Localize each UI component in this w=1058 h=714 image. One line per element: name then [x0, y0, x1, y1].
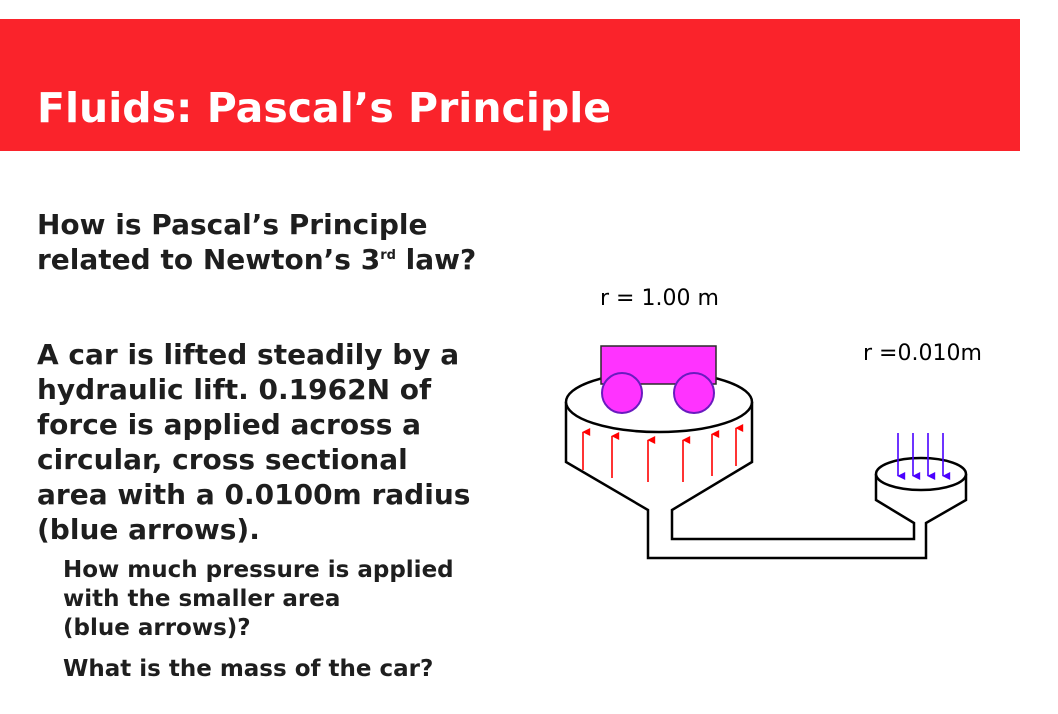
downward-force-arrows — [897, 433, 951, 480]
ordinal-suffix: rd — [380, 248, 396, 263]
large-radius-label: r = 1.00 m — [600, 286, 719, 311]
large-cylinder — [564, 402, 968, 560]
upward-force-arrows — [582, 424, 744, 482]
newton-question-line2-post: law? — [395, 243, 477, 276]
problem-statement: A car is lifted steadily by a hydraulic … — [37, 337, 517, 547]
pressure-question-line: (blue arrows)? — [63, 615, 251, 641]
newton-question: How is Pascal’s Principle related to New… — [37, 207, 476, 277]
large-cylinder-right-wall — [670, 402, 916, 541]
problem-line: circular, cross sectional — [37, 443, 408, 476]
mass-question: What is the mass of the car? — [63, 656, 434, 682]
problem-line: (blue arrows). — [37, 513, 260, 546]
newton-question-line1: How is Pascal’s Principle — [37, 208, 428, 241]
slide-title: Fluids: Pascal’s Principle — [37, 84, 612, 132]
car-wheel — [673, 372, 715, 414]
pressure-question: How much pressure is applied with the sm… — [63, 556, 523, 643]
small-radius-label: r =0.010m — [863, 341, 982, 366]
newton-question-line2: related to Newton’s 3rd law? — [37, 242, 476, 277]
pressure-question-line: with the smaller area — [63, 586, 341, 612]
pressure-question-line: How much pressure is applied — [63, 557, 454, 583]
problem-line: hydraulic lift. 0.1962N of — [37, 373, 432, 406]
title-bar — [0, 19, 1020, 151]
problem-line: A car is lifted steadily by a — [37, 338, 460, 371]
small-piston-top — [874, 456, 968, 492]
newton-question-line2-pre: related to Newton’s 3 — [37, 243, 381, 276]
car-wheel — [601, 372, 643, 414]
problem-line: area with a 0.0100m radius — [37, 478, 471, 511]
problem-line: force is applied across a — [37, 408, 422, 441]
car-icon — [600, 345, 717, 414]
